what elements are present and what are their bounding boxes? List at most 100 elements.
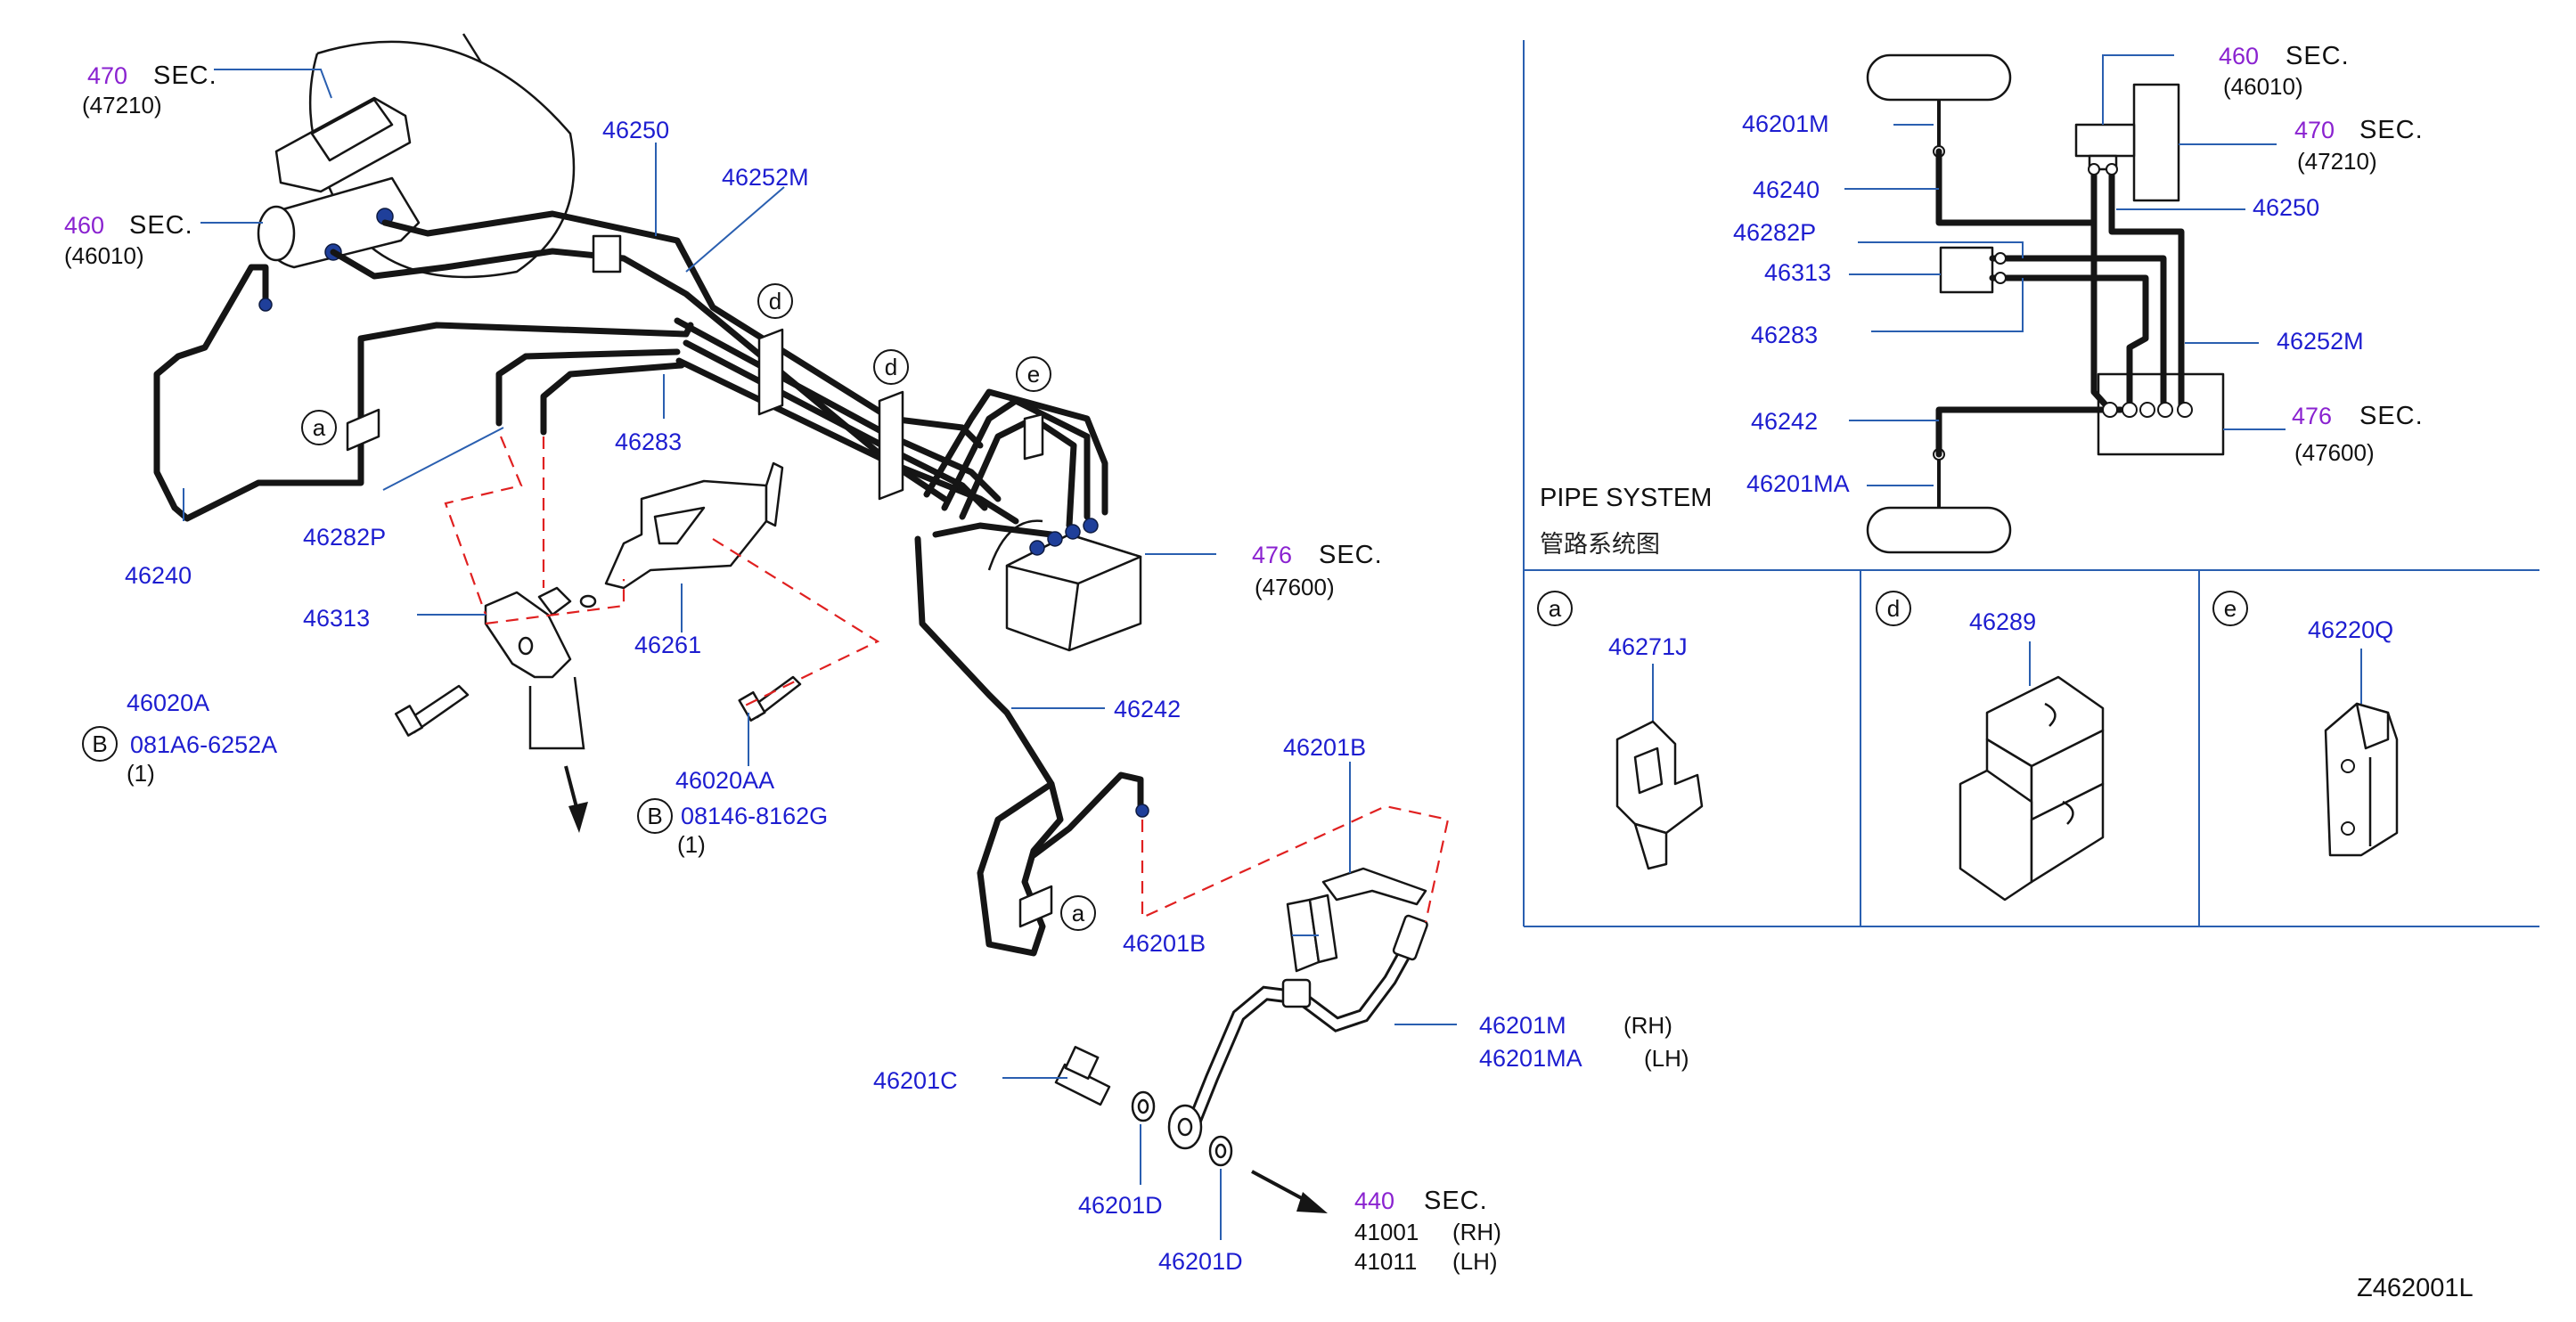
pipe-clip-e xyxy=(1023,412,1044,461)
schematic-connector-46313 xyxy=(1939,246,1994,294)
detail-e-part: 46220Q xyxy=(2308,616,2393,643)
brake-pipe-46242 xyxy=(914,535,1064,957)
callout-circle-d1: d xyxy=(757,283,793,319)
brake-pipe-46240 xyxy=(153,264,694,522)
detail-d-callout: d xyxy=(1887,595,1900,622)
copper-washer-46201D-a xyxy=(1131,1090,1156,1122)
union-bolt-46201C xyxy=(1054,1046,1111,1106)
hose-clip-46201B-bot xyxy=(1286,894,1338,973)
callout-circle-e: e xyxy=(1016,356,1051,392)
direction-arrow-caliper xyxy=(1251,1170,1328,1213)
ps-sec-476-word: SEC. xyxy=(2359,402,2424,430)
label-46242: 46242 xyxy=(1114,696,1181,722)
pipe-clip-d1 xyxy=(757,328,784,416)
ps-label-46313: 46313 xyxy=(1764,259,1831,286)
connector-46313 xyxy=(484,586,585,750)
leader-lines xyxy=(183,69,1457,1240)
schematic-master-cylinder xyxy=(2074,123,2136,158)
assembly-dash-lines xyxy=(444,436,1450,923)
copper-washer-46201D-b xyxy=(1208,1135,1233,1167)
label-rh: (RH) xyxy=(1623,1012,1672,1039)
label-46020AA: 46020AA xyxy=(675,767,774,794)
pipe-system-panel: 46201M 46240 46282P 46313 46283 46242 46… xyxy=(1523,40,2539,927)
sec-460-ref: (46010) xyxy=(64,242,144,269)
ps-label-46201MA: 46201MA xyxy=(1746,470,1850,497)
label-lh: (LH) xyxy=(1644,1045,1689,1072)
label-46201B-bot: 46201B xyxy=(1123,930,1206,957)
sec-476-word: SEC. xyxy=(1319,541,1383,569)
pipe-clip-a1 xyxy=(346,408,380,452)
bolt-46020AA xyxy=(738,675,802,722)
bolt-46020A xyxy=(394,684,470,737)
pipe-system-title: PIPE SYSTEM xyxy=(1540,484,1712,512)
label-081A6-6252A: 081A6-6252A xyxy=(130,731,277,758)
pipe-end-fitting xyxy=(1135,804,1149,818)
svg-text:d: d xyxy=(769,288,781,314)
ps-sec-470-ref: (47210) xyxy=(2297,148,2377,175)
svg-text:d: d xyxy=(885,354,897,380)
svg-text:a: a xyxy=(1072,900,1085,926)
ps-label-46201M: 46201M xyxy=(1742,110,1829,137)
ps-label-46250: 46250 xyxy=(2253,194,2319,221)
label-46283: 46283 xyxy=(615,428,682,455)
ps-label-46283: 46283 xyxy=(1751,322,1818,348)
callout-circle-B2: B xyxy=(637,798,673,834)
label-46201C: 46201C xyxy=(873,1067,958,1094)
brake-hose xyxy=(1167,914,1428,1150)
hose-clip-46201B-top xyxy=(1321,867,1427,906)
detail-d-part: 46289 xyxy=(1969,608,2036,635)
ps-sec-460-word: SEC. xyxy=(2286,42,2350,70)
detail-a-callout: a xyxy=(1549,595,1562,622)
ps-sec-476-ref: (47600) xyxy=(2294,439,2375,466)
ps-sec-470-word: SEC. xyxy=(2359,116,2424,144)
sec-470-number: 470 xyxy=(87,62,127,89)
label-qty-1b: (1) xyxy=(677,831,706,858)
detail-d: d 46289 xyxy=(1876,591,2105,902)
detail-e-callout: e xyxy=(2224,595,2237,622)
label-46201M: 46201M xyxy=(1479,1012,1566,1039)
label-41001: 41001 xyxy=(1354,1219,1419,1245)
sec-460-number: 460 xyxy=(64,212,104,239)
ps-sec-476-number: 476 xyxy=(2292,403,2332,429)
bracket-46261 xyxy=(579,461,784,608)
detail-a-part: 46271J xyxy=(1608,633,1688,660)
pipe-end-fitting xyxy=(258,298,273,312)
ps-label-46282P: 46282P xyxy=(1733,219,1816,246)
pipe-clip-46271J-drawing xyxy=(1615,720,1704,870)
direction-arrow-down xyxy=(564,765,588,833)
label-qty-1a: (1) xyxy=(127,760,155,787)
sec-476-ref: (47600) xyxy=(1255,574,1335,600)
detail-e: e 46220Q xyxy=(2212,591,2399,857)
schematic-wheel-front xyxy=(1866,53,2012,102)
schematic-wheel-rear xyxy=(1866,506,2012,554)
sec-460-word: SEC. xyxy=(129,211,193,240)
diagram-id: Z462001L xyxy=(2357,1274,2474,1302)
ps-label-46240: 46240 xyxy=(1753,176,1820,203)
abs-actuator xyxy=(987,518,1142,652)
master-cylinder xyxy=(257,96,421,269)
label-08146-8162G: 08146-8162G xyxy=(681,803,828,829)
label-lh2: (LH) xyxy=(1452,1248,1498,1275)
callout-circle-a2: a xyxy=(1060,895,1096,931)
pipe-clip-a2 xyxy=(1018,885,1053,928)
label-46020A: 46020A xyxy=(127,690,209,716)
label-46201D-a: 46201D xyxy=(1078,1192,1163,1219)
sec-440-number: 440 xyxy=(1354,1187,1394,1214)
pipe-clip-46289-drawing xyxy=(1959,675,2105,902)
label-46313: 46313 xyxy=(303,605,370,632)
detail-a: a 46271J xyxy=(1537,591,1704,870)
label-46252M: 46252M xyxy=(722,164,809,191)
ps-label-46252M: 46252M xyxy=(2277,328,2364,355)
ps-sec-460-ref: (46010) xyxy=(2223,73,2303,100)
sec-470-word: SEC. xyxy=(153,61,217,90)
sec-440-word: SEC. xyxy=(1424,1187,1488,1215)
callout-circle-a1: a xyxy=(301,410,337,445)
svg-text:B: B xyxy=(92,730,107,757)
label-46201B-top: 46201B xyxy=(1283,734,1366,761)
svg-text:B: B xyxy=(647,803,662,829)
ps-label-46242: 46242 xyxy=(1751,408,1818,435)
callout-circle-B1: B xyxy=(82,726,118,762)
label-46240: 46240 xyxy=(125,562,192,589)
label-46250: 46250 xyxy=(602,117,669,143)
